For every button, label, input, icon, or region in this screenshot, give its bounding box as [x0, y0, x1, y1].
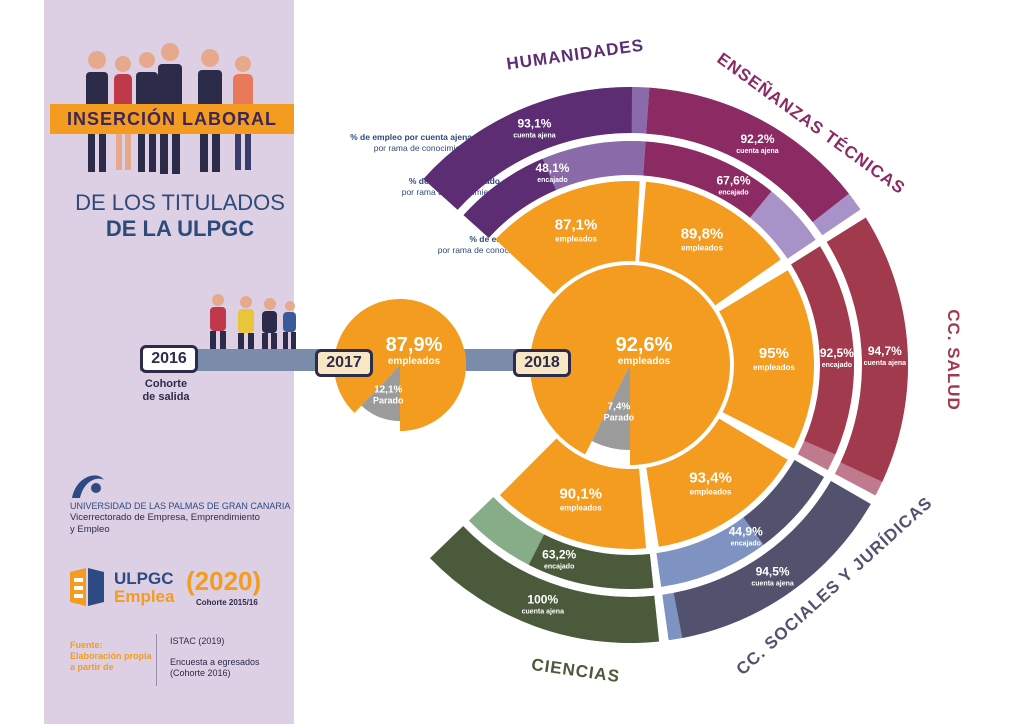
label-empleados-salud: empleados	[753, 363, 795, 372]
value-cuenta-ajena-humanidades: 93,1%	[517, 117, 551, 131]
ring-encajado-ensenanzas	[643, 141, 772, 218]
title-line-1: DE LOS TITULADOS	[75, 190, 285, 215]
pie-2017-empleados-label: empleados	[388, 356, 441, 367]
institution-dept-2: y Empleo	[70, 524, 110, 535]
label-cuenta-ajena-ciencias: cuenta ajena	[522, 609, 565, 616]
value-encajado-sociales: 44,9%	[729, 525, 763, 539]
ring-encajado-salud	[791, 246, 854, 455]
footer-src-1: ISTAC (2019)	[170, 636, 225, 646]
label-cuenta-ajena-sociales: cuenta ajena	[751, 580, 794, 587]
institution-name: UNIVERSIDAD DE LAS PALMAS DE GRAN CANARI…	[70, 501, 291, 511]
institution-block: UNIVERSIDAD DE LAS PALMAS DE GRAN CANARI…	[70, 500, 290, 536]
label-empleados-ensenanzas: empleados	[681, 243, 723, 252]
value-empleados-salud: 95%	[759, 345, 789, 362]
brand-ulpgc: ULPGC	[114, 569, 174, 588]
legend-cuenta-ajena: % de empleo por cuenta ajena por rama de…	[300, 132, 472, 154]
ring-cuenta-ajena-salud	[826, 217, 908, 482]
brand-emplea: Emplea	[114, 587, 175, 606]
footer-src-3: (Cohorte 2016)	[170, 668, 231, 678]
footer-source: Fuente: Elaboración propia a partir de	[70, 640, 152, 673]
pie-2018-empleados-value: 92,6%	[616, 334, 673, 356]
ring-empleados-ensenanzas	[639, 181, 781, 306]
ring-cuenta-ajena-ensenanzas	[646, 87, 849, 222]
university-logo	[72, 475, 104, 498]
brand-year: (2020)	[186, 566, 262, 596]
footer-src-2: Encuesta a egresados	[170, 657, 260, 667]
page-title: DE LOS TITULADOS DE LA ULPGC	[70, 190, 290, 242]
year-2016-box: 2016	[140, 345, 198, 373]
label-encajado-sociales: encajado	[731, 541, 761, 548]
label-encajado-ensenanzas: encajado	[718, 190, 748, 197]
ring-empleados-sociales	[646, 418, 788, 547]
category-humanidades: HUMANIDADES	[505, 36, 645, 74]
ring-empleados-salud	[719, 270, 814, 449]
footer-sources: ISTAC (2019) Encuesta a egresados (Cohor…	[170, 636, 260, 679]
ring-encajado-sociales	[743, 460, 824, 545]
pie-2017-slice-empleados	[333, 298, 466, 431]
pie-2017-parado-value: 12,1%	[374, 384, 402, 395]
legend-cuenta-ajena-2: por rama de conocimiento	[373, 143, 472, 153]
footer-fuente: Fuente:	[70, 640, 103, 650]
ring-encajado-ciencias	[528, 534, 654, 590]
label-cuenta-ajena-humanidades: cuenta ajena	[513, 133, 556, 140]
label-cuenta-ajena-salud: cuenta ajena	[864, 360, 907, 367]
pie-2018-slice-empleados	[530, 265, 731, 465]
pie-2018-slice-parado	[591, 365, 630, 450]
runners-illustration	[210, 294, 296, 359]
value-encajado-ciencias: 63,2%	[542, 548, 576, 562]
value-empleados-sociales: 93,4%	[689, 469, 732, 486]
pie-2018-empleados-label: empleados	[618, 356, 671, 367]
value-cuenta-ajena-ciencias: 100%	[527, 593, 558, 607]
year-2018-box: 2018	[513, 349, 571, 377]
ring-cuenta-ajena-sociales	[673, 481, 871, 639]
cohort-label-1: Cohorte	[144, 378, 188, 390]
footer-divider	[156, 634, 157, 686]
cohort-label-2: de salida	[142, 391, 190, 403]
value-cuenta-ajena-sociales: 94,5%	[756, 564, 790, 578]
value-empleados-ciencias: 90,1%	[559, 485, 602, 502]
label-encajado-humanidades: encajado	[537, 177, 567, 184]
institution-dept-1: Vicerrectorado de Empresa, Emprendimient…	[70, 512, 260, 523]
footer-elab-2: a partir de	[70, 662, 114, 672]
ring-empleados-humanidades	[495, 180, 640, 295]
ring-empleados-ciencias	[499, 438, 647, 549]
label-empleados-ciencias: empleados	[560, 503, 602, 512]
ring-cuenta-ajena-ciencias	[430, 526, 660, 644]
title-line-2: DE LA ULPGC	[105, 216, 255, 241]
label-encajado-salud: encajado	[822, 362, 852, 369]
pie-2018-parado-label: Parado	[604, 413, 635, 423]
label-empleados-humanidades: empleados	[555, 234, 597, 243]
footer-elab-1: Elaboración propia	[70, 651, 152, 661]
pie-2018-parado-value: 7,4%	[608, 402, 631, 413]
legend-cuenta-ajena-1: % de empleo por cuenta ajena	[350, 132, 472, 142]
value-cuenta-ajena-ensenanzas: 92,2%	[740, 132, 774, 146]
label-empleados-sociales: empleados	[690, 487, 732, 496]
label-encajado-ciencias: encajado	[544, 564, 574, 571]
legend-empleados-2: por rama de conocimiento	[437, 245, 536, 255]
value-encajado-ensenanzas: 67,6%	[716, 174, 750, 188]
brand-cohort: Cohorte 2015/16	[196, 598, 258, 607]
value-encajado-salud: 92,5%	[820, 346, 854, 360]
brand-block: ULPGC Emplea	[114, 570, 174, 606]
year-2017-box: 2017	[315, 349, 373, 377]
label-cuenta-ajena-ensenanzas: cuenta ajena	[736, 148, 779, 155]
pie-2017-empleados-value: 87,9%	[386, 334, 443, 356]
value-cuenta-ajena-salud: 94,7%	[868, 344, 902, 358]
pie-2017-parado-label: Parado	[373, 395, 404, 405]
category-ciencias: CIENCIAS	[530, 655, 621, 686]
banner-title: INSERCIÓN LABORAL	[50, 104, 294, 134]
value-empleados-ensenanzas: 89,8%	[681, 225, 724, 242]
ring-cuenta-ajena-humanidades	[423, 87, 632, 210]
value-encajado-humanidades: 48,1%	[535, 161, 569, 175]
cohort-label: Cohorte de salida	[130, 378, 202, 404]
ring-encajado-humanidades	[463, 158, 556, 238]
value-empleados-humanidades: 87,1%	[555, 216, 598, 233]
ulpgc-emplea-logo	[70, 568, 104, 606]
category-salud: CC. SALUD	[944, 309, 963, 411]
pie-2017-slice-parado	[361, 365, 400, 422]
